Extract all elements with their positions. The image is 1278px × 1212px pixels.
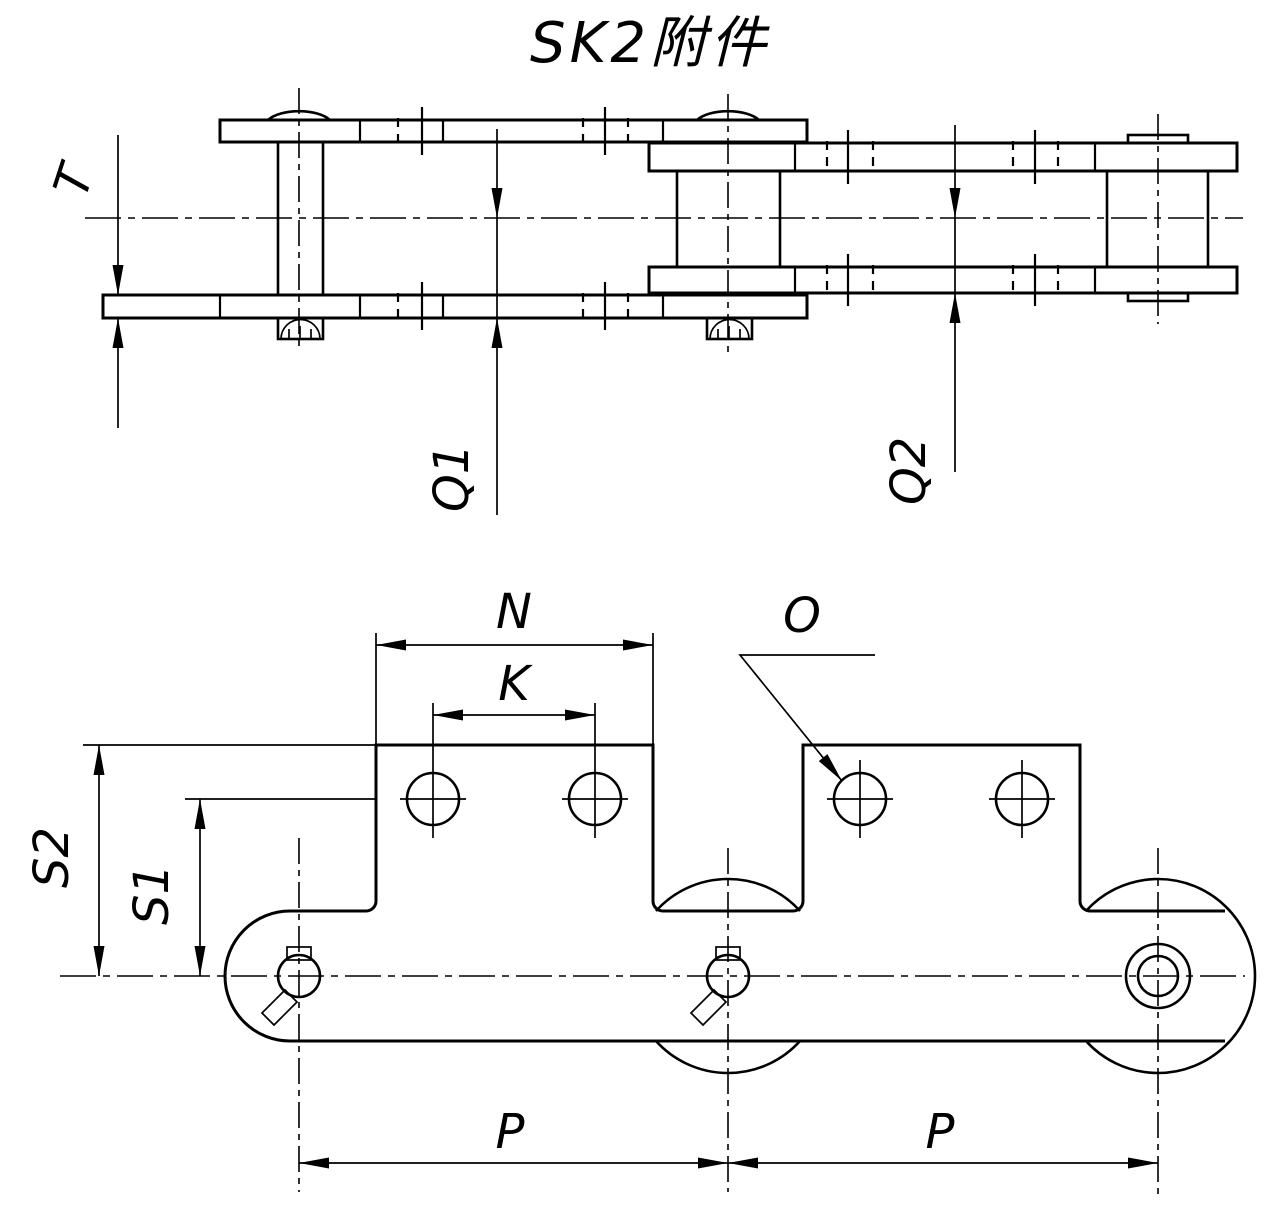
inner-plate-ticks bbox=[793, 130, 1097, 306]
dim-n-arrow-left bbox=[376, 639, 406, 651]
pin3-bushing-circle bbox=[1124, 942, 1192, 1010]
dim-q1-arrow-down bbox=[491, 188, 503, 218]
pin3-head-bottom bbox=[1126, 291, 1190, 303]
pin1-circle bbox=[276, 953, 322, 999]
pin1-cotter-tail bbox=[260, 988, 299, 1027]
inner-top-plate bbox=[647, 141, 1239, 173]
dim-s2: S2 bbox=[24, 744, 376, 976]
dim-q1-label: Q1 bbox=[424, 444, 480, 512]
dim-s2-arrow-down bbox=[93, 946, 105, 976]
dim-s1-arrow-up bbox=[194, 799, 206, 829]
inner-link-side bbox=[647, 130, 1239, 306]
dim-t-arrow-up bbox=[112, 318, 124, 348]
dim-s2-label: S2 bbox=[24, 827, 80, 888]
dim-n-arrow-right bbox=[623, 639, 653, 651]
dim-p-left-arrow-right bbox=[698, 1157, 728, 1169]
pin3-pin-circle bbox=[1136, 954, 1180, 998]
link-strip-left-cap-and-bottom-edge bbox=[223, 909, 1225, 1043]
dim-p-right: P bbox=[728, 1104, 1158, 1169]
pin1-cotter-head bbox=[286, 946, 312, 961]
dim-o: O bbox=[738, 588, 875, 782]
outer-bottom-plate bbox=[101, 293, 809, 320]
dim-t-arrow-down bbox=[112, 265, 124, 295]
outer-top-plate bbox=[218, 118, 809, 144]
dim-q1-arrow-up bbox=[491, 318, 503, 348]
dim-s1-label: S1 bbox=[124, 864, 180, 925]
dim-s2-arrow-up bbox=[93, 745, 105, 775]
roller3-arc bbox=[1085, 877, 1257, 1075]
side-view: T Q1 Q2 bbox=[43, 88, 1243, 515]
pin2-head-dome bbox=[696, 109, 760, 121]
dim-n-label: N bbox=[496, 584, 532, 640]
dim-p-left: P bbox=[299, 1104, 728, 1169]
dim-p-right-arrow-right bbox=[1128, 1157, 1158, 1169]
pin2-cotter-dome bbox=[709, 318, 750, 340]
plan-view: N K O S2 S1 bbox=[24, 584, 1257, 1198]
outer-plate-ticks bbox=[358, 107, 665, 330]
dim-k-arrow-left bbox=[433, 709, 463, 721]
dim-k: K bbox=[433, 656, 595, 721]
outer-link-side bbox=[101, 107, 809, 341]
dim-k-arrow-right bbox=[565, 709, 595, 721]
dim-o-arrow bbox=[818, 754, 842, 781]
pin1-cotter-dome bbox=[280, 318, 321, 340]
roller2-bottom-arc bbox=[655, 1040, 801, 1075]
attachment-link-plan bbox=[223, 703, 1257, 1075]
dim-p-right-arrow-left bbox=[728, 1157, 758, 1169]
pin2-cotter-plan bbox=[689, 946, 751, 1027]
dim-q2-arrow-down bbox=[949, 188, 961, 218]
inner-bottom-plate bbox=[647, 265, 1239, 295]
dim-o-leader bbox=[738, 654, 875, 782]
pin2-cotter-end-side bbox=[705, 316, 754, 341]
dim-q1: Q1 bbox=[424, 129, 503, 515]
pin2-cotter-tail bbox=[689, 988, 728, 1027]
dim-q2: Q2 bbox=[881, 125, 961, 505]
pin1-head-dome bbox=[267, 109, 331, 121]
dim-q2-arrow-up bbox=[949, 293, 961, 323]
roller2-top-arc bbox=[655, 877, 801, 912]
pin2-circle bbox=[705, 953, 751, 999]
pin2-cotter-head bbox=[715, 946, 741, 961]
drawing-title: SK2附件 bbox=[530, 11, 770, 76]
link-strip-top-edge-with-tabs bbox=[290, 743, 1225, 913]
dim-p-left-arrow-left bbox=[299, 1157, 329, 1169]
dim-k-label: K bbox=[498, 656, 533, 712]
dim-o-label: O bbox=[783, 588, 821, 644]
dim-p-right-label: P bbox=[926, 1104, 955, 1160]
dim-p-left-label: P bbox=[496, 1104, 525, 1160]
dim-s1-arrow-down bbox=[194, 946, 206, 976]
dim-s1: S1 bbox=[124, 798, 376, 976]
pin1-cotter-end-side bbox=[276, 316, 325, 341]
dim-n: N bbox=[375, 584, 654, 745]
dim-q2-label: Q2 bbox=[881, 437, 937, 505]
tab1-holes bbox=[400, 703, 628, 838]
tab2-holes bbox=[827, 760, 1055, 838]
pin1-cotter-plan bbox=[260, 946, 322, 1027]
pin3-head-top bbox=[1126, 133, 1190, 145]
